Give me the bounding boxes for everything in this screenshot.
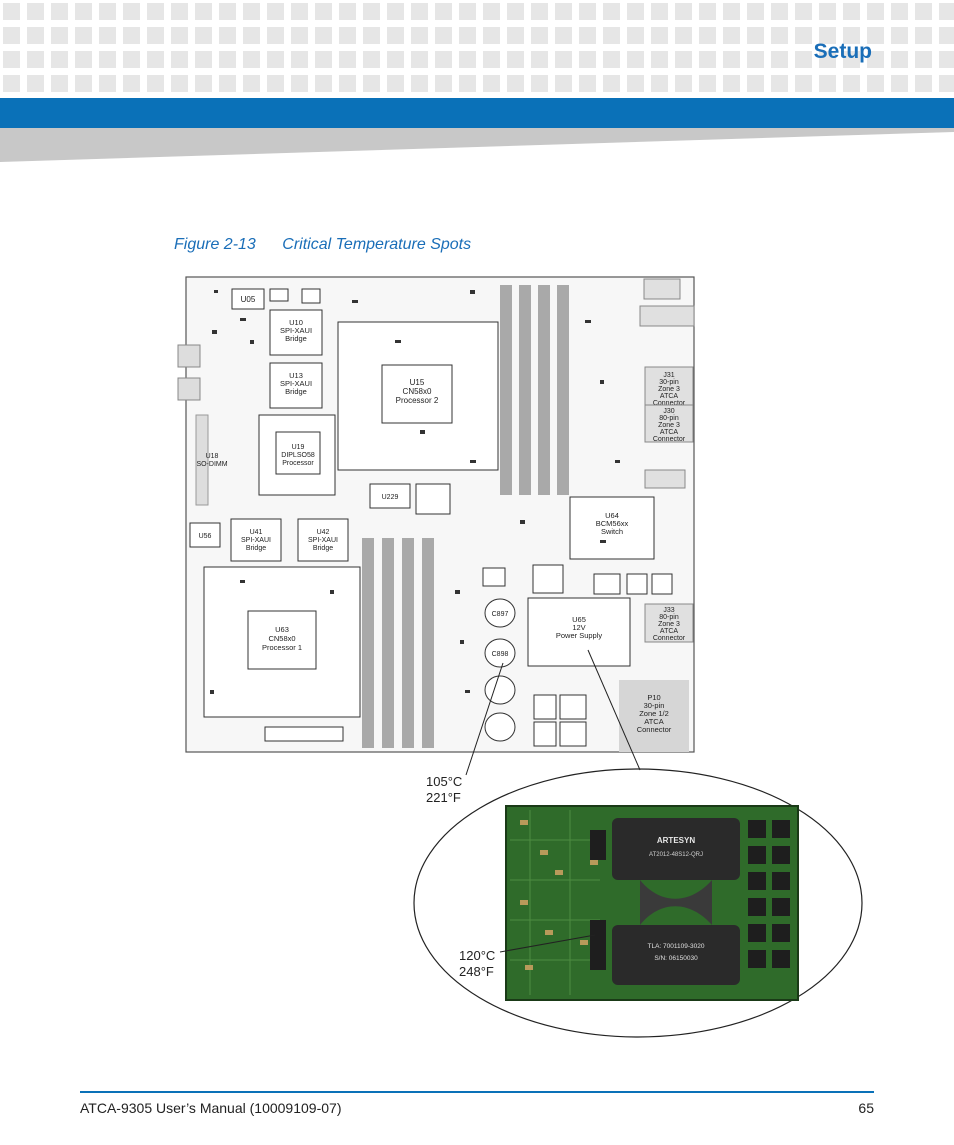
cap-c897 xyxy=(484,598,516,628)
chip-u64 xyxy=(569,496,655,560)
dimm-slot-2 xyxy=(519,285,531,495)
chip-u65-mod xyxy=(532,564,564,594)
chip-l68 xyxy=(264,726,344,742)
dimm-slot-j14 xyxy=(422,538,434,748)
chip-u4 xyxy=(301,288,321,304)
figure-title: Critical Temperature Spots xyxy=(282,236,472,253)
section-title: Setup xyxy=(813,40,872,63)
connector-j33 xyxy=(644,603,694,643)
chip-u229 xyxy=(369,483,411,509)
small-components xyxy=(210,290,620,694)
callout-120-fahrenheit: 248°F xyxy=(459,964,494,979)
footer-page-number: 65 xyxy=(858,1100,874,1116)
chip-u15 xyxy=(381,364,453,424)
label-u05: U05 xyxy=(241,295,256,304)
label-u229: U229 xyxy=(382,494,399,501)
inset-module-top xyxy=(612,818,740,880)
dimm-slot-j11 xyxy=(362,538,374,748)
chip-u10 xyxy=(269,309,323,356)
connector-pwr xyxy=(644,469,686,489)
footer-rule xyxy=(80,1091,874,1093)
inset-ellipse xyxy=(413,768,863,1038)
callout-line-105 xyxy=(465,662,504,776)
cap-ep12 xyxy=(484,712,516,742)
inset-tla: TLA: 7001109-3020 xyxy=(648,943,705,950)
header-pattern-graphic xyxy=(0,0,954,95)
footer-manual-title: ATCA-9305 User’s Manual (10009109-07) xyxy=(80,1100,342,1116)
figure-number: Figure 2-13 xyxy=(174,236,256,253)
label-c897: C897 xyxy=(492,611,509,618)
chip-u42 xyxy=(297,518,349,562)
cap-ep11 xyxy=(484,675,516,705)
callout-line-120 xyxy=(499,934,596,953)
header-pattern xyxy=(0,0,954,95)
callout-105-fahrenheit: 221°F xyxy=(426,790,461,805)
chip-l39-a xyxy=(533,721,557,747)
inset-model: AT2012-48S12-QRJ xyxy=(649,852,703,858)
chip-u05 xyxy=(231,288,265,310)
connector-j30 xyxy=(644,404,694,443)
rj45-j3 xyxy=(177,377,201,401)
callout-120-celsius: 120°C xyxy=(459,948,495,963)
dimm-slot-j13 xyxy=(402,538,414,748)
chip-u13 xyxy=(269,362,323,409)
figure-caption: Figure 2-13 Critical Temperature Spots xyxy=(174,236,471,254)
chip-u56 xyxy=(189,522,221,548)
inset-brand: ARTESYN xyxy=(657,836,695,845)
header-blue-band xyxy=(0,98,954,128)
inset-sn: S/N: 06150030 xyxy=(654,955,698,962)
sodimm-u18 xyxy=(195,414,209,506)
chip-l38-a xyxy=(533,694,557,720)
chip-l39 xyxy=(559,721,587,747)
chip-u24 xyxy=(415,483,451,515)
p10-connector-area xyxy=(619,680,689,752)
chip-l38 xyxy=(559,694,587,720)
rj45-j1 xyxy=(177,344,201,368)
chip-u66 xyxy=(482,567,506,587)
dimm-slot-4 xyxy=(557,285,569,495)
connector-j35 xyxy=(639,305,695,327)
callout-105-celsius: 105°C xyxy=(426,774,462,789)
chip-j2 xyxy=(269,288,289,302)
inset-photo: ARTESYN AT2012-48S12-QRJ TLA: 7001109-30… xyxy=(505,805,799,1001)
inset-module-bottom xyxy=(612,925,740,985)
chip-u65 xyxy=(527,597,631,667)
dimm-slot-3 xyxy=(538,285,550,495)
connector-top-right xyxy=(643,278,681,300)
label-u56: U56 xyxy=(199,533,212,540)
chip-u63 xyxy=(247,610,317,670)
zoom-line xyxy=(587,649,641,771)
connector-j31 xyxy=(644,366,694,406)
label-c898: C898 xyxy=(492,651,509,658)
header-gray-band xyxy=(0,128,954,162)
chip-u60 xyxy=(593,573,621,595)
dimm-slot-j12 xyxy=(382,538,394,748)
chip-u19 xyxy=(275,431,321,475)
dimm-slot-1 xyxy=(500,285,512,495)
chip-u52 xyxy=(651,573,673,595)
cap-c898 xyxy=(484,638,516,668)
chip-u41 xyxy=(230,518,282,562)
chip-u51 xyxy=(626,573,648,595)
